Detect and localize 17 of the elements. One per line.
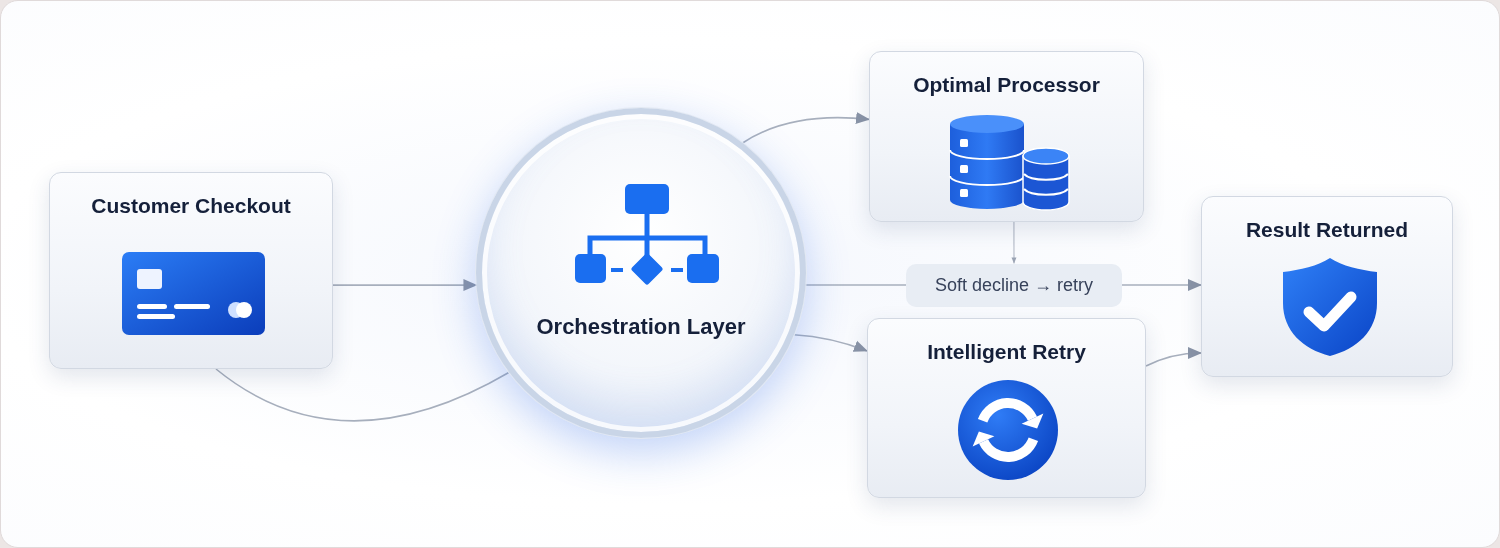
node-title: Result Returned — [1245, 217, 1409, 243]
connector-arrow — [332, 279, 478, 292]
node-title: Optimal Processor — [913, 72, 1100, 98]
connector-arrow — [1145, 347, 1202, 367]
connector-arrow — [741, 112, 870, 144]
connector-arrow — [1011, 221, 1017, 265]
node-title: Intelligent Retry — [927, 339, 1086, 365]
node-title: Orchestration Layer — [536, 313, 746, 341]
process-card — [1201, 196, 1453, 377]
process-card — [867, 318, 1146, 498]
connector-arrow — [1121, 279, 1202, 291]
process-card — [49, 172, 333, 369]
connector-arrow — [793, 334, 868, 352]
process-card — [869, 51, 1144, 222]
node-title: Customer Checkout — [91, 193, 291, 219]
connector-line — [215, 368, 511, 422]
status-pill: Soft decline → retry — [906, 263, 1122, 307]
